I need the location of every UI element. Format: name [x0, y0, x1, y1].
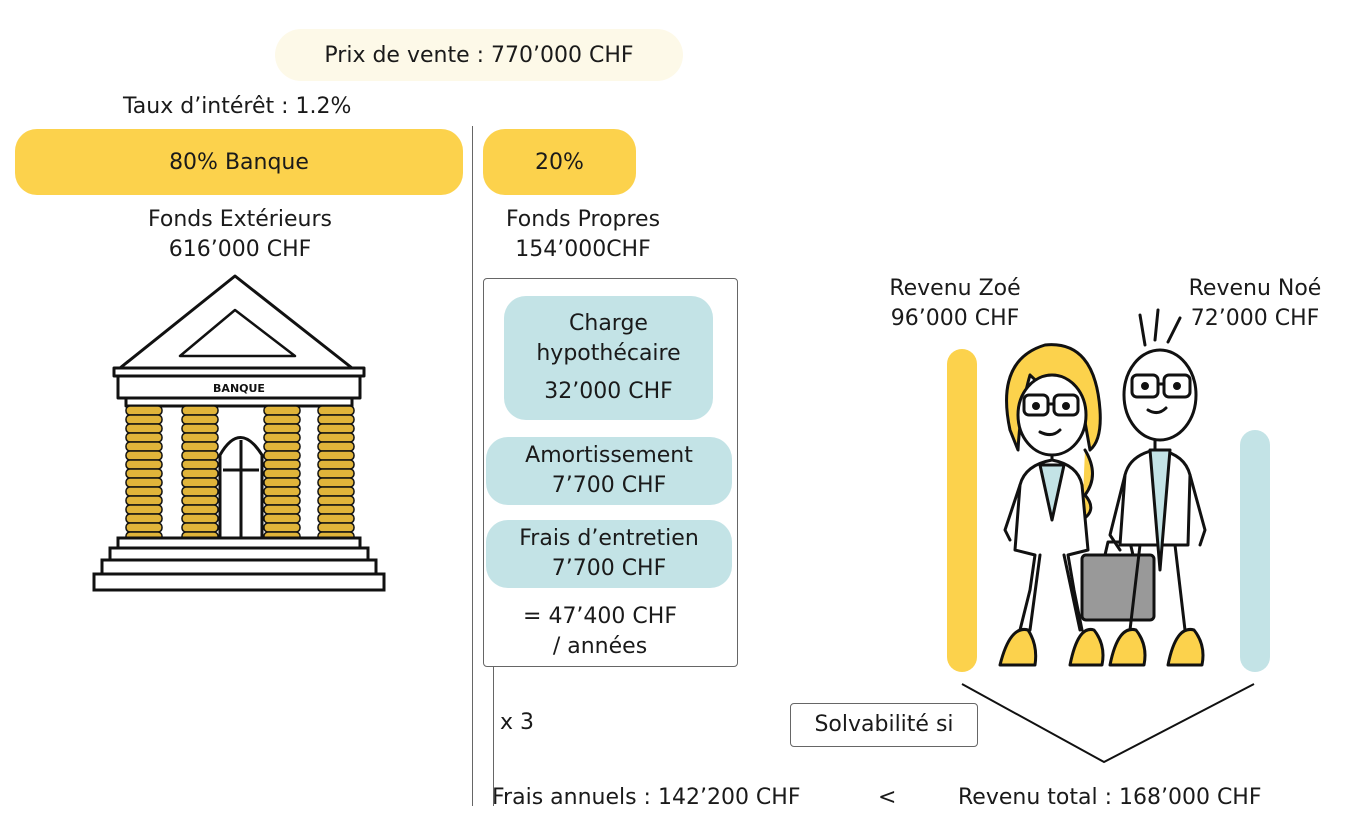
couple-illustration [998, 308, 1207, 667]
external-funds-title: Fonds Extérieurs [148, 207, 332, 232]
external-funds-amount: 616’000 CHF [168, 237, 312, 262]
solvency-box: Solvabilité si [790, 703, 978, 747]
yearly-total-amount: = 47’400 CHF [523, 604, 677, 629]
zoe-right-shoe [1068, 627, 1105, 667]
noe-income-bar [1240, 430, 1270, 672]
own-funds-title: Fonds Propres [505, 207, 661, 232]
maintenance-amount: 7’700 CHF [551, 556, 667, 581]
zoe-income: Revenu Zoé 96’000 CHF [880, 274, 1030, 334]
own-share-bar: 20% [483, 129, 636, 195]
noe-income-label: Revenu Noé [1188, 276, 1322, 301]
sale-price-text: Prix de vente : 770’000 CHF [324, 42, 634, 68]
noe-tie [1148, 448, 1172, 572]
bank-sign-text: BANQUE [213, 382, 265, 395]
noe-income-amount: 72’000 CHF [1190, 306, 1320, 331]
own-funds-amount: 154’000CHF [515, 237, 651, 262]
comparison-sign: < [878, 785, 897, 810]
mortgage-charge-card: Charge hypothécaire 32’000 CHF [504, 296, 713, 420]
maintenance-title: Frais d’entretien [519, 526, 699, 551]
noe-head [1122, 348, 1198, 442]
noe-right-shoe [1166, 627, 1205, 667]
bank-illustration: BANQUE [92, 274, 386, 592]
bank-share-label: 80% Banque [169, 149, 309, 175]
external-funds-label: Fonds Extérieurs 616’000 CHF [110, 205, 370, 265]
own-share-label: 20% [535, 149, 584, 175]
zoe-left-shoe [998, 627, 1038, 667]
multiplier: x 3 [500, 710, 535, 735]
noe-glasses-icon [1130, 373, 1160, 399]
amortization-title: Amortissement [525, 443, 693, 468]
annual-costs: Frais annuels : 142’200 CHF [492, 785, 801, 810]
interest-rate: Taux d’intérêt : 1.2% [123, 94, 352, 119]
solvency-label: Solvabilité si [814, 712, 954, 737]
mortgage-charge-title-2: hypothécaire [536, 341, 681, 366]
zoe-dress-panel [1038, 463, 1066, 522]
own-funds-label: Fonds Propres 154’000CHF [470, 205, 696, 265]
zoe-income-amount: 96’000 CHF [890, 306, 1020, 331]
mortgage-charge-title-1: Charge [569, 311, 648, 336]
total-income: Revenu total : 168’000 CHF [958, 785, 1262, 810]
amortization-card: Amortissement 7’700 CHF [486, 437, 732, 505]
zoe-income-label: Revenu Zoé [889, 276, 1021, 301]
noe-left-shoe [1108, 627, 1147, 667]
mortgage-charge-amount: 32’000 CHF [544, 379, 673, 404]
noe-income: Revenu Noé 72’000 CHF [1175, 274, 1335, 334]
amortization-amount: 7’700 CHF [551, 473, 667, 498]
yearly-total-unit: / années [552, 634, 648, 659]
bank-share-bar: 80% Banque [15, 129, 463, 195]
maintenance-card: Frais d’entretien 7’700 CHF [486, 520, 732, 588]
costs-connector [493, 666, 494, 806]
yearly-total: = 47’400 CHF / années [490, 602, 710, 662]
sale-price-pill: Prix de vente : 770’000 CHF [275, 29, 683, 81]
zoe-income-bar [947, 349, 977, 672]
zoe-hair [1005, 343, 1102, 452]
noe-hair [1138, 308, 1182, 347]
central-divider [472, 126, 473, 806]
